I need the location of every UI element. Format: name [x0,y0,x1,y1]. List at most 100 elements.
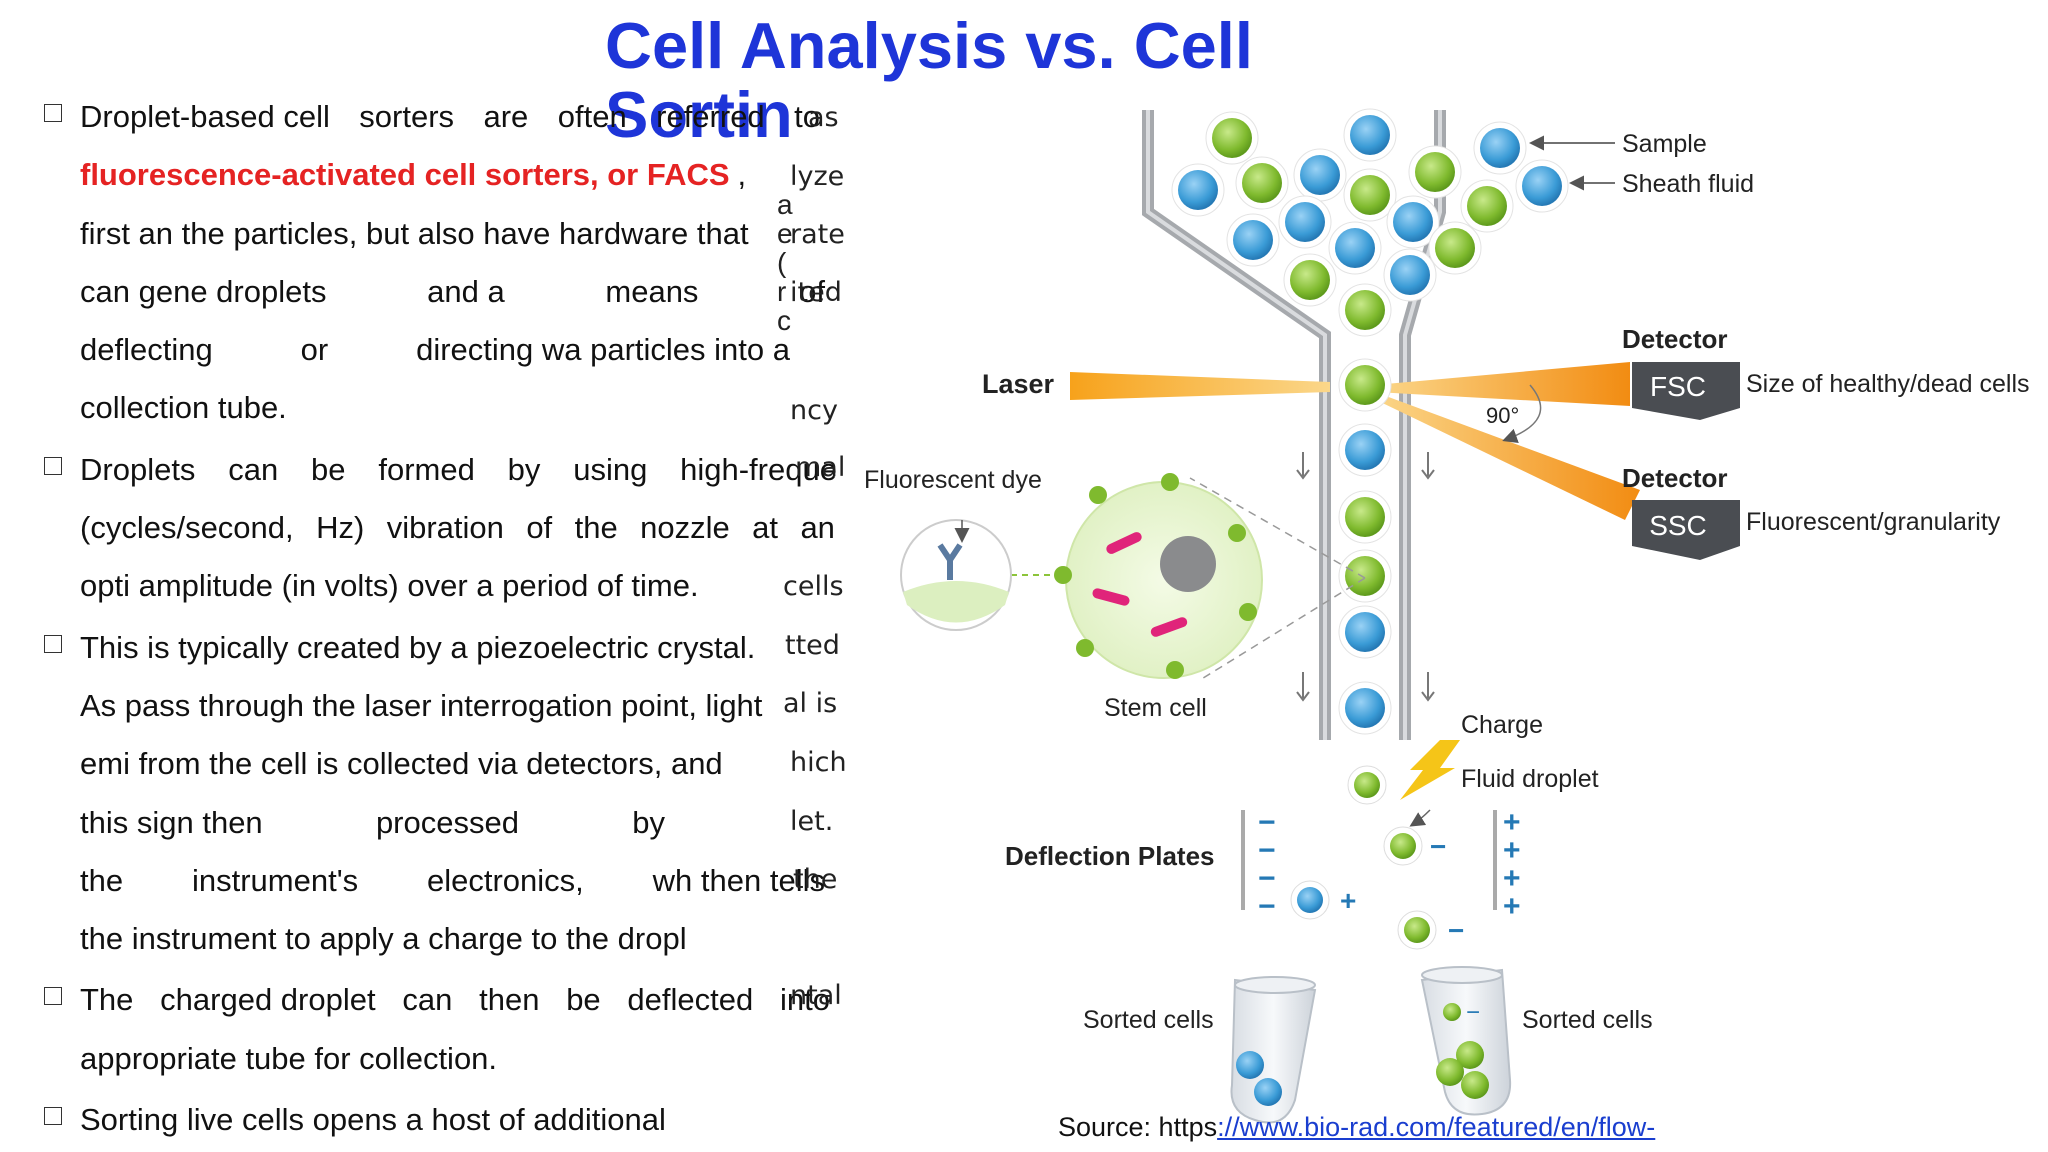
bullet-text: means [605,273,699,309]
sorted-tube-left [1230,976,1317,1124]
funnel-cells [1171,108,1569,735]
bullet-text: can [228,451,279,487]
minus-sign: − [1258,834,1276,867]
bullet-line: first an the particles, but also have ha… [80,205,840,263]
bullet-line: opti amplitude (in volts) over a period … [80,557,840,615]
bullet-line: can gene droplets and a means of [80,263,825,321]
label-fluorescent-dye: Fluorescent dye [864,466,1042,494]
laser-beam [1070,372,1330,400]
bullet-text: the [574,510,618,546]
bullet-text: formed [378,451,475,487]
bullet-text: into [780,982,830,1018]
slide-title: Cell Analysis vs. Cell Sortin [605,6,1253,155]
bullet-text: instrument's [191,862,359,898]
blue-cell [1390,255,1430,295]
bullet-text: processed [375,804,519,840]
bullet-text: Hz) [316,510,365,546]
label-sorted-cells-left: Sorted cells [1083,1006,1214,1034]
bullet-text: , [737,157,747,193]
bullet-text: of [799,273,825,309]
bullet-text: first an the particles, but also have ha… [80,215,749,251]
bullet-text: Droplet-based cell [80,99,330,134]
vertical-fragment-char: e [777,218,793,249]
bullet-text: can gene droplets [80,273,327,309]
bullet-text: using [573,451,648,487]
source-link[interactable]: ://www.bio-rad.com/featured/en/flow- [1217,1112,1656,1142]
label-detector-fsc: Detector [1622,324,1727,354]
bullet-text: high-freque [680,451,837,487]
bullet-item: Sorting live cells opens a host of addit… [40,1091,840,1149]
overlap-fragment: hich [790,747,847,778]
overlap-fragment: al is [783,688,838,719]
blue-cell [1233,220,1273,260]
flow-arrows [1296,452,1435,702]
label-laser: Laser [982,369,1055,399]
bullet-text: As pass through the laser interrogation … [80,687,763,723]
plus-sign: + [1503,834,1521,867]
blue-cell [1285,202,1325,242]
fsc-detector: FSC [1632,362,1740,420]
bullet-line: the instrument's electronics, wh then tells [80,852,825,910]
minus-sign: − [1258,890,1276,923]
overlap-fragment: the [793,864,838,895]
green-cell [1345,365,1385,405]
source-prefix: Source: https [1058,1112,1218,1142]
bullet-text: to [794,99,820,134]
bullet-box-icon [44,1107,62,1126]
ssc-detector: SSC [1632,500,1740,560]
blue-cell [1480,128,1520,168]
bullet-line: fluorescence-activated cell sorters, or … [80,146,840,204]
bullet-text: Droplets [80,451,196,487]
blue-cell [1345,430,1385,470]
green-cell [1350,175,1390,215]
bullet-text: the [80,862,124,898]
bullet-text: (cycles/second, [80,510,294,546]
overlap-fragment: as [808,102,839,133]
bullet-text: or [300,332,329,368]
label-deflection-plates: Deflection Plates [1005,841,1215,871]
bullet-text: The [80,982,134,1018]
label-sheath-fluid: Sheath fluid [1622,170,1754,198]
bullet-text: and a [427,273,505,309]
overlap-fragment: ited [790,277,842,308]
blue-cell [1345,612,1385,652]
label-stem-cell: Stem cell [1104,694,1207,722]
bullet-text: vibration [386,510,504,546]
bullet-text: are [483,99,529,134]
bullet-text: Sorting live cells opens a host of addit… [80,1102,666,1138]
bullet-text: referred [656,99,765,134]
bullet-text: by [632,804,665,840]
minus-sign: − [1258,806,1276,839]
green-cell [1467,186,1507,226]
source-citation: Source: https://www.bio-rad.com/featured… [1058,1112,1655,1143]
bullet-text: electronics, [427,862,584,898]
bullet-text: often [557,99,627,134]
green-cell [1345,497,1385,537]
overlap-fragment: lyze [790,161,845,192]
blue-cell [1393,202,1433,242]
blue-cell [1522,166,1562,206]
svg-text:SSC: SSC [1649,510,1707,541]
sorted-tube-right: − [1420,966,1512,1116]
bullet-text: at [752,510,779,546]
bullet-box-icon [44,987,62,1006]
overlap-fragment: let. [790,806,834,837]
bullet-text: wh then tells [652,862,825,898]
bullet-line: This is typically created by a piezoelec… [80,619,840,677]
label-fluid-droplet: Fluid droplet [1461,765,1599,793]
bullet-line: collection tube. [80,379,840,437]
minus-charge-sign: − [1448,915,1464,946]
green-cell [1415,152,1455,192]
title-line-2: Sortin [605,78,793,152]
label-angle: 90° [1486,403,1519,428]
bullet-text: then [479,982,540,1018]
bullet-text: be [311,451,346,487]
